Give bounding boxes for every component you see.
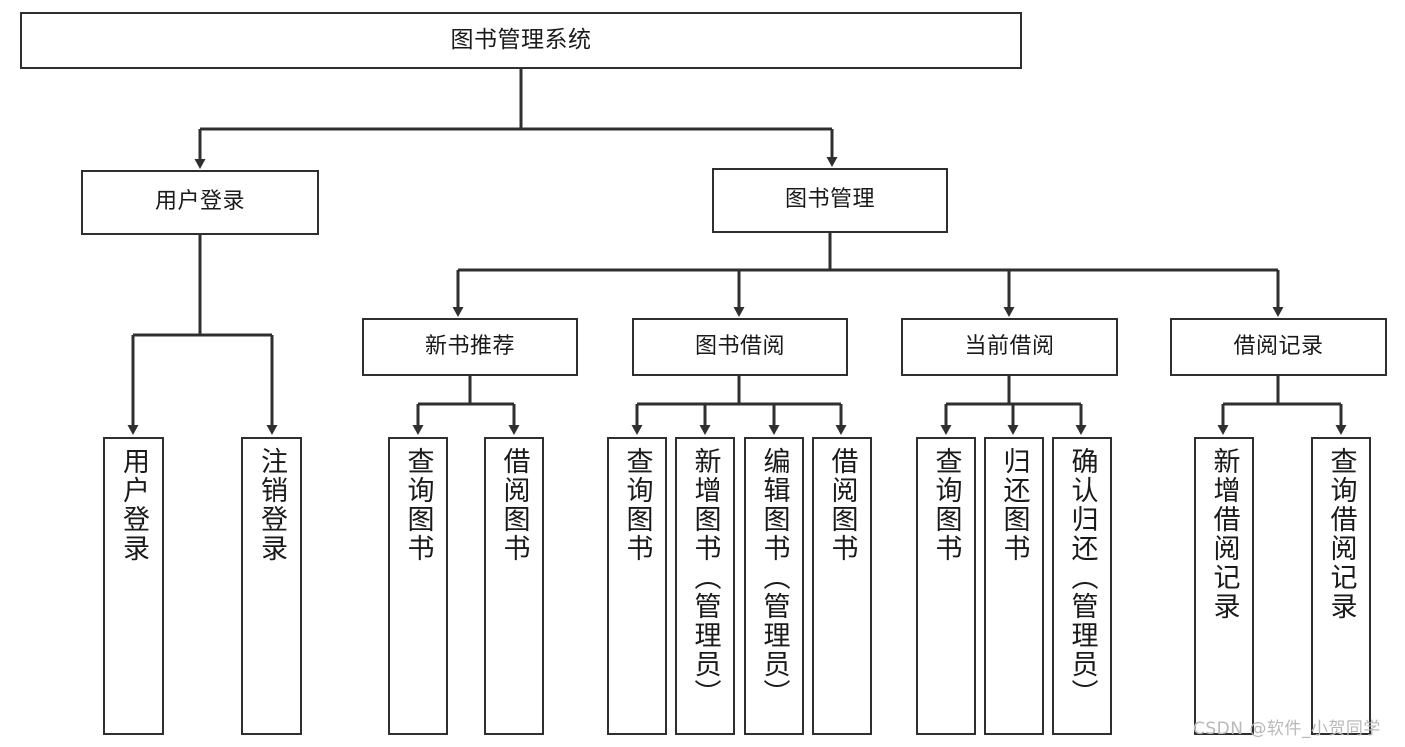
leaf-add-book-admin[interactable]: 新增图书（管理员）: [675, 437, 735, 735]
leaf-query-book-recommend[interactable]: 查询图书: [388, 437, 448, 735]
leaf-logout-login[interactable]: 注销登录: [241, 437, 302, 735]
node-label: 查询图书: [621, 447, 653, 563]
leaf-query-book-borrow[interactable]: 查询图书: [607, 437, 667, 735]
node-current-borrow[interactable]: 当前借阅: [901, 318, 1118, 376]
node-label: 当前借阅: [964, 333, 1055, 359]
node-label: 图书管理: [784, 187, 875, 213]
node-label: 借阅记录: [1233, 333, 1324, 359]
leaf-query-book-current[interactable]: 查询图书: [916, 437, 976, 735]
leaf-return-book[interactable]: 归还图书: [984, 437, 1044, 735]
node-label: 确认归还（管理员）: [1066, 447, 1098, 708]
leaf-borrow-book-recommend[interactable]: 借阅图书: [484, 437, 544, 735]
node-label: 归还图书: [998, 447, 1030, 563]
node-label: 借阅图书: [826, 447, 858, 563]
node-label: 查询借阅记录: [1325, 447, 1357, 621]
node-label: 查询图书: [402, 447, 434, 563]
watermark-text: CSDN @软件_小贺同学: [1193, 719, 1381, 739]
node-label: 注销登录: [256, 447, 287, 563]
node-label: 图书管理系统: [450, 26, 592, 53]
leaf-user-login[interactable]: 用户登录: [103, 437, 164, 735]
node-label: 用户登录: [154, 189, 245, 215]
node-label: 编辑图书（管理员）: [758, 447, 790, 708]
node-label: 新书推荐: [424, 333, 515, 359]
node-label: 用户登录: [118, 447, 149, 563]
leaf-borrow-book-borrow[interactable]: 借阅图书: [812, 437, 872, 735]
node-borrow-record[interactable]: 借阅记录: [1170, 318, 1387, 376]
node-label: 新增图书（管理员）: [689, 447, 721, 708]
node-new-book-recommend[interactable]: 新书推荐: [362, 318, 578, 376]
leaf-confirm-return-admin[interactable]: 确认归还（管理员）: [1052, 437, 1112, 735]
node-label: 新增借阅记录: [1208, 447, 1240, 621]
leaf-edit-book-admin[interactable]: 编辑图书（管理员）: [744, 437, 804, 735]
node-root-book-management-system[interactable]: 图书管理系统: [20, 12, 1022, 69]
node-label: 借阅图书: [498, 447, 530, 563]
node-user-login[interactable]: 用户登录: [81, 170, 319, 235]
node-book-borrow[interactable]: 图书借阅: [632, 318, 848, 376]
node-label: 查询图书: [930, 447, 962, 563]
leaf-query-borrow-record[interactable]: 查询借阅记录: [1311, 437, 1371, 735]
node-label: 图书借阅: [694, 333, 785, 359]
leaf-add-borrow-record[interactable]: 新增借阅记录: [1194, 437, 1254, 735]
node-book-management[interactable]: 图书管理: [712, 168, 948, 233]
